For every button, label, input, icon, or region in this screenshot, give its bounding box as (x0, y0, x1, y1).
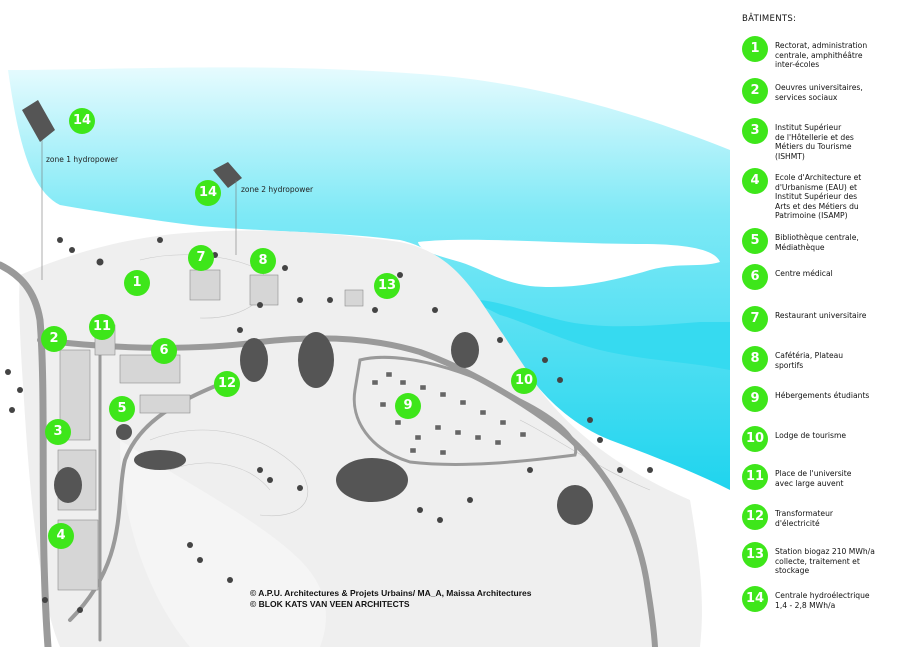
hydropower-building-2 (213, 162, 242, 188)
map-marker-4[interactable]: 4 (48, 523, 74, 549)
lake (8, 67, 730, 490)
map-marker-12[interactable]: 12 (214, 371, 240, 397)
legend-number-badge: 12 (742, 504, 768, 530)
zone-1-hydropower-label: zone 1 hydropower (46, 155, 119, 164)
legend-item-label: Restaurant universitaire (775, 311, 867, 320)
legend-number-badge: 11 (742, 464, 768, 490)
legend-number-badge: 13 (742, 542, 768, 568)
map-marker-6[interactable]: 6 (151, 338, 177, 364)
legend-item-label: Cafétéria, Plateau sportifs (775, 351, 844, 370)
legend-number-badge: 8 (742, 346, 768, 372)
hydropower-building-1 (22, 100, 55, 142)
south-lobe (120, 440, 326, 647)
legend-number-badge: 3 (742, 118, 768, 144)
map-marker-11[interactable]: 11 (89, 314, 115, 340)
legend-item-label: Bibliothèque centrale, Médiathèque (775, 233, 859, 252)
map-marker-10[interactable]: 10 (511, 368, 537, 394)
legend-number-badge: 2 (742, 78, 768, 104)
main-road-loop (37, 335, 658, 647)
map-marker-5[interactable]: 5 (109, 396, 135, 422)
student-loop (352, 355, 578, 466)
legend-number-badge: 5 (742, 228, 768, 254)
credit-line-1: © A.P.U. Architectures & Projets Urbains… (250, 588, 532, 598)
map-marker-14-zone2[interactable]: 14 (195, 180, 221, 206)
legend-item-label: Ecole d'Architecture et d'Urbanisme (EAU… (775, 173, 862, 221)
credit-line-2: © BLOK KATS VAN VEEN ARCHITECTS (250, 599, 410, 609)
legend-item-label: Hébergements étudiants (775, 391, 870, 400)
legend-number-badge: 6 (742, 264, 768, 290)
legend-item-label: Transformateur d'électricité (775, 509, 834, 528)
legend-item-label: Oeuvres universitaires, services sociaux (775, 83, 863, 102)
legend-number-badge: 1 (742, 36, 768, 62)
map-marker-13[interactable]: 13 (374, 273, 400, 299)
map-marker-2[interactable]: 2 (41, 326, 67, 352)
map-marker-3[interactable]: 3 (45, 419, 71, 445)
legend-title: BÂTIMENTS: (742, 14, 797, 24)
map-marker-9[interactable]: 9 (395, 393, 421, 419)
legend-item-label: Centre médical (775, 269, 833, 278)
legend-number-badge: 10 (742, 426, 768, 452)
legend-number-badge: 7 (742, 306, 768, 332)
map-marker-7[interactable]: 7 (188, 245, 214, 271)
legend-item-label: Institut Supérieur de l'Hôtellerie et de… (775, 123, 854, 161)
map-marker-14-zone1[interactable]: 14 (69, 108, 95, 134)
legend-number-badge: 14 (742, 586, 768, 612)
map-marker-1[interactable]: 1 (124, 270, 150, 296)
zone-2-hydropower-label: zone 2 hydropower (241, 185, 314, 194)
legend-item-label: Rectorat, administration centrale, amphi… (775, 41, 868, 70)
legend: BÂTIMENTS: (742, 14, 900, 24)
credits: © A.P.U. Architectures & Projets Urbains… (250, 588, 532, 610)
legend-item-label: Centrale hydroélectrique 1,4 - 2,8 MWh/a (775, 591, 870, 610)
bay (470, 299, 730, 370)
peninsula (418, 239, 720, 288)
legend-item-label: Lodge de tourisme (775, 431, 847, 440)
map-marker-8[interactable]: 8 (250, 248, 276, 274)
legend-item-label: Place de l'universite avec large auvent (775, 469, 852, 488)
legend-number-badge: 4 (742, 168, 768, 194)
legend-item-label: Station biogaz 210 MWh/a collecte, trait… (775, 547, 875, 576)
legend-number-badge: 9 (742, 386, 768, 412)
